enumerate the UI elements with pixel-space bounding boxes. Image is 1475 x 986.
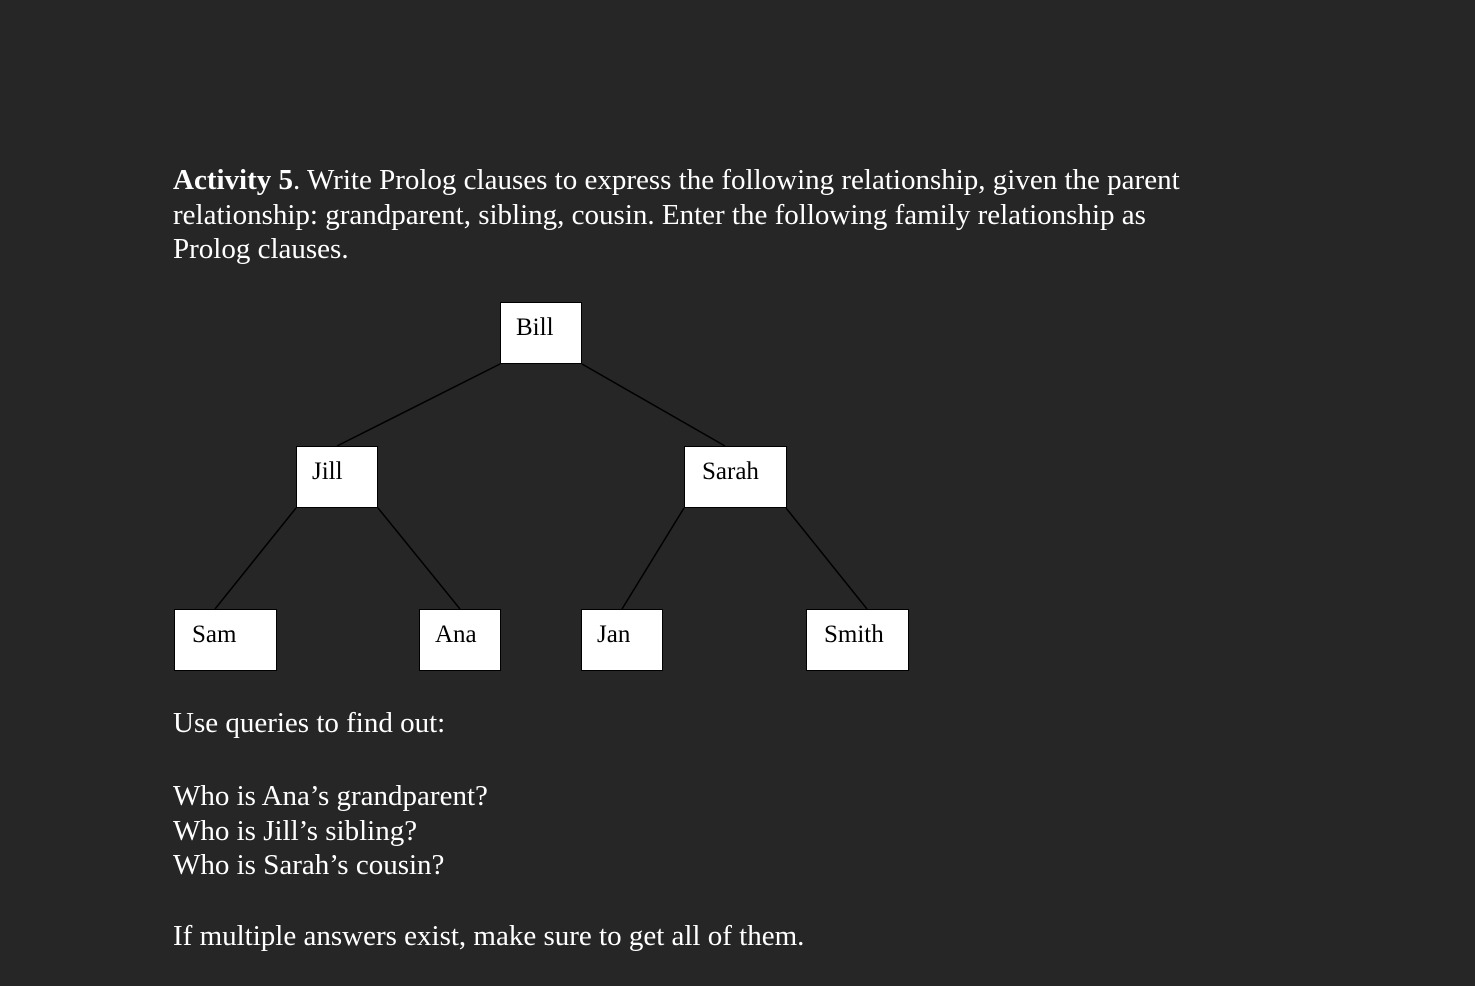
edge-sarah-smith	[785, 507, 868, 610]
node-smith: Smith	[806, 609, 909, 671]
edge-bill-jill	[336, 363, 501, 447]
node-sarah-label: Sarah	[702, 458, 759, 485]
node-jill-label: Jill	[312, 458, 343, 485]
edge-jill-sam	[214, 507, 297, 610]
activity-instructions: Activity 5. Write Prolog clauses to expr…	[173, 163, 1180, 267]
intro-line-1: . Write Prolog clauses to express the fo…	[293, 164, 1180, 196]
node-bill-label: Bill	[516, 314, 554, 341]
edge-bill-sarah	[581, 363, 726, 447]
closing-note: If multiple answers exist, make sure to …	[173, 920, 805, 952]
node-jan: Jan	[581, 609, 663, 671]
node-smith-label: Smith	[824, 621, 884, 648]
node-sarah: Sarah	[684, 446, 787, 508]
node-jan-label: Jan	[597, 621, 631, 648]
queries-prompt: Use queries to find out:	[173, 707, 446, 739]
node-ana: Ana	[419, 609, 501, 671]
edge-jill-ana	[377, 507, 461, 610]
edge-sarah-jan	[621, 507, 685, 610]
node-sam-label: Sam	[192, 621, 237, 648]
question-jill-sibling: Who is Jill’s sibling?	[173, 814, 418, 847]
intro-line-3: Prolog clauses.	[173, 233, 349, 265]
node-jill: Jill	[296, 446, 378, 508]
query-questions: Who is Ana’s grandparent? Who is Jill’s …	[173, 779, 488, 883]
node-ana-label: Ana	[435, 621, 477, 648]
node-bill: Bill	[500, 302, 582, 364]
question-ana-grandparent: Who is Ana’s grandparent?	[173, 780, 488, 812]
node-sam: Sam	[174, 609, 277, 671]
intro-line-2: relationship: grandparent, sibling, cous…	[173, 198, 1146, 231]
activity-heading: Activity 5	[173, 164, 293, 196]
question-sarah-cousin: Who is Sarah’s cousin?	[173, 849, 445, 881]
